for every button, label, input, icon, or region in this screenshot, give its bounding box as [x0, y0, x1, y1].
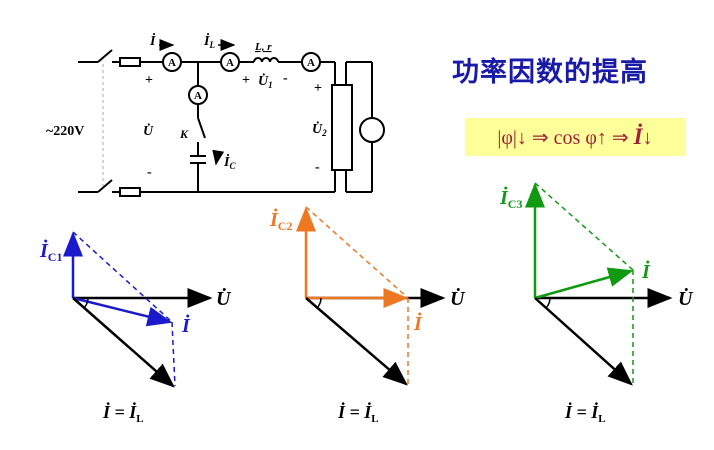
i2-label: İ	[413, 311, 423, 335]
starter	[359, 117, 385, 143]
il-phasor	[305, 297, 408, 386]
ic1-label: İC1	[39, 238, 62, 264]
i-phasor	[72, 296, 173, 327]
fuse-top	[119, 57, 141, 67]
u3-axis-label: U̇	[678, 286, 694, 310]
phasor-diagram-1	[63, 231, 213, 388]
il-phasor	[534, 297, 633, 386]
u2-label: U̇2	[312, 120, 327, 138]
inductor-label: L, r	[254, 41, 272, 53]
current-l-label: İL	[203, 32, 215, 50]
minus-sign: -	[147, 165, 152, 180]
formula-current: İ	[633, 124, 643, 149]
minus-sign: -	[315, 160, 320, 175]
ammeter-label: A	[194, 90, 202, 102]
caption-2: İ = İL	[337, 401, 379, 425]
ammeter-label: A	[226, 57, 234, 69]
plus-sign: +	[242, 73, 250, 88]
u2-axis-label: U̇	[450, 286, 466, 310]
fluorescent-tube	[331, 84, 353, 171]
il-phasor	[72, 297, 175, 388]
switch-label: K	[179, 127, 189, 141]
plus-sign: +	[314, 81, 322, 96]
ammeter-label: A	[168, 57, 176, 69]
caption-1: İ = İL	[102, 401, 144, 425]
formula-text: |φ|↓ ⇒ cos φ↑ ⇒	[497, 127, 634, 149]
formula-box: |φ|↓ ⇒ cos φ↑ ⇒ İ↓	[465, 118, 685, 156]
plus-sign: +	[145, 73, 153, 88]
i3-label: İ	[641, 259, 651, 283]
u1-axis-label: U̇	[216, 286, 232, 310]
slide-title: 功率因数的提高	[452, 57, 648, 88]
voltage-label: U̇	[143, 122, 154, 139]
i1-label: İ	[181, 313, 191, 337]
inductor	[253, 57, 279, 63]
circuit	[78, 39, 385, 197]
phasor-diagram-2	[296, 206, 446, 386]
ic3-label: İC3	[499, 185, 522, 211]
switch-k	[197, 117, 206, 139]
ic2-label: İC2	[269, 207, 292, 233]
fuse-bottom	[119, 187, 141, 197]
caption-3: İ = İL	[564, 401, 606, 425]
source-label: ~220V	[46, 124, 84, 139]
switch-top	[97, 49, 113, 63]
i-phasor	[534, 267, 634, 300]
current-total-label: İ	[149, 32, 156, 49]
ammeter-label: A	[307, 57, 315, 69]
u1-label: U̇1	[258, 72, 273, 90]
cap-current-label: İC	[223, 153, 236, 171]
minus-sign: -	[283, 71, 288, 86]
phasor-diagram-3	[525, 182, 673, 386]
formula-arrow: ↓	[642, 127, 653, 149]
